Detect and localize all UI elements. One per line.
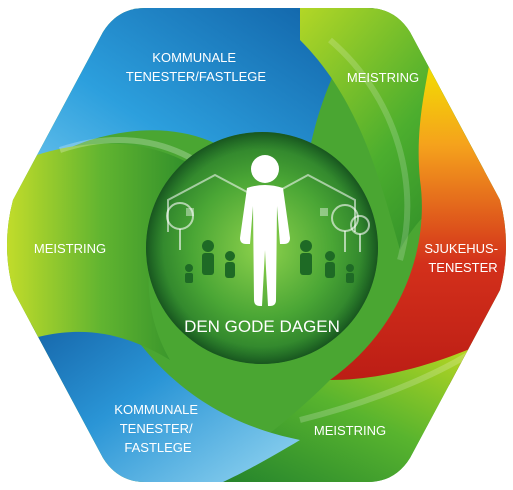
segment-left-shape xyxy=(7,143,200,360)
person-icon xyxy=(240,155,290,306)
label-bottom-right: MEISTRING xyxy=(314,423,386,438)
center-disc: DEN GODE DAGEN xyxy=(146,132,378,364)
label-bottom-left: KOMMUNALE TENESTER/ FASTLEGE xyxy=(114,402,201,455)
tree-icon xyxy=(166,202,370,252)
label-right: SJUKEHUS- TENESTER xyxy=(424,241,501,275)
segment-right-shape xyxy=(330,60,506,400)
label-top-left: KOMMUNALE TENESTER/FASTLEGE xyxy=(126,50,266,84)
label-left: MEISTRING xyxy=(34,241,106,256)
label-top-right: MEISTRING xyxy=(347,70,419,85)
family-icon xyxy=(185,240,354,283)
center-title: DEN GODE DAGEN xyxy=(184,317,340,336)
